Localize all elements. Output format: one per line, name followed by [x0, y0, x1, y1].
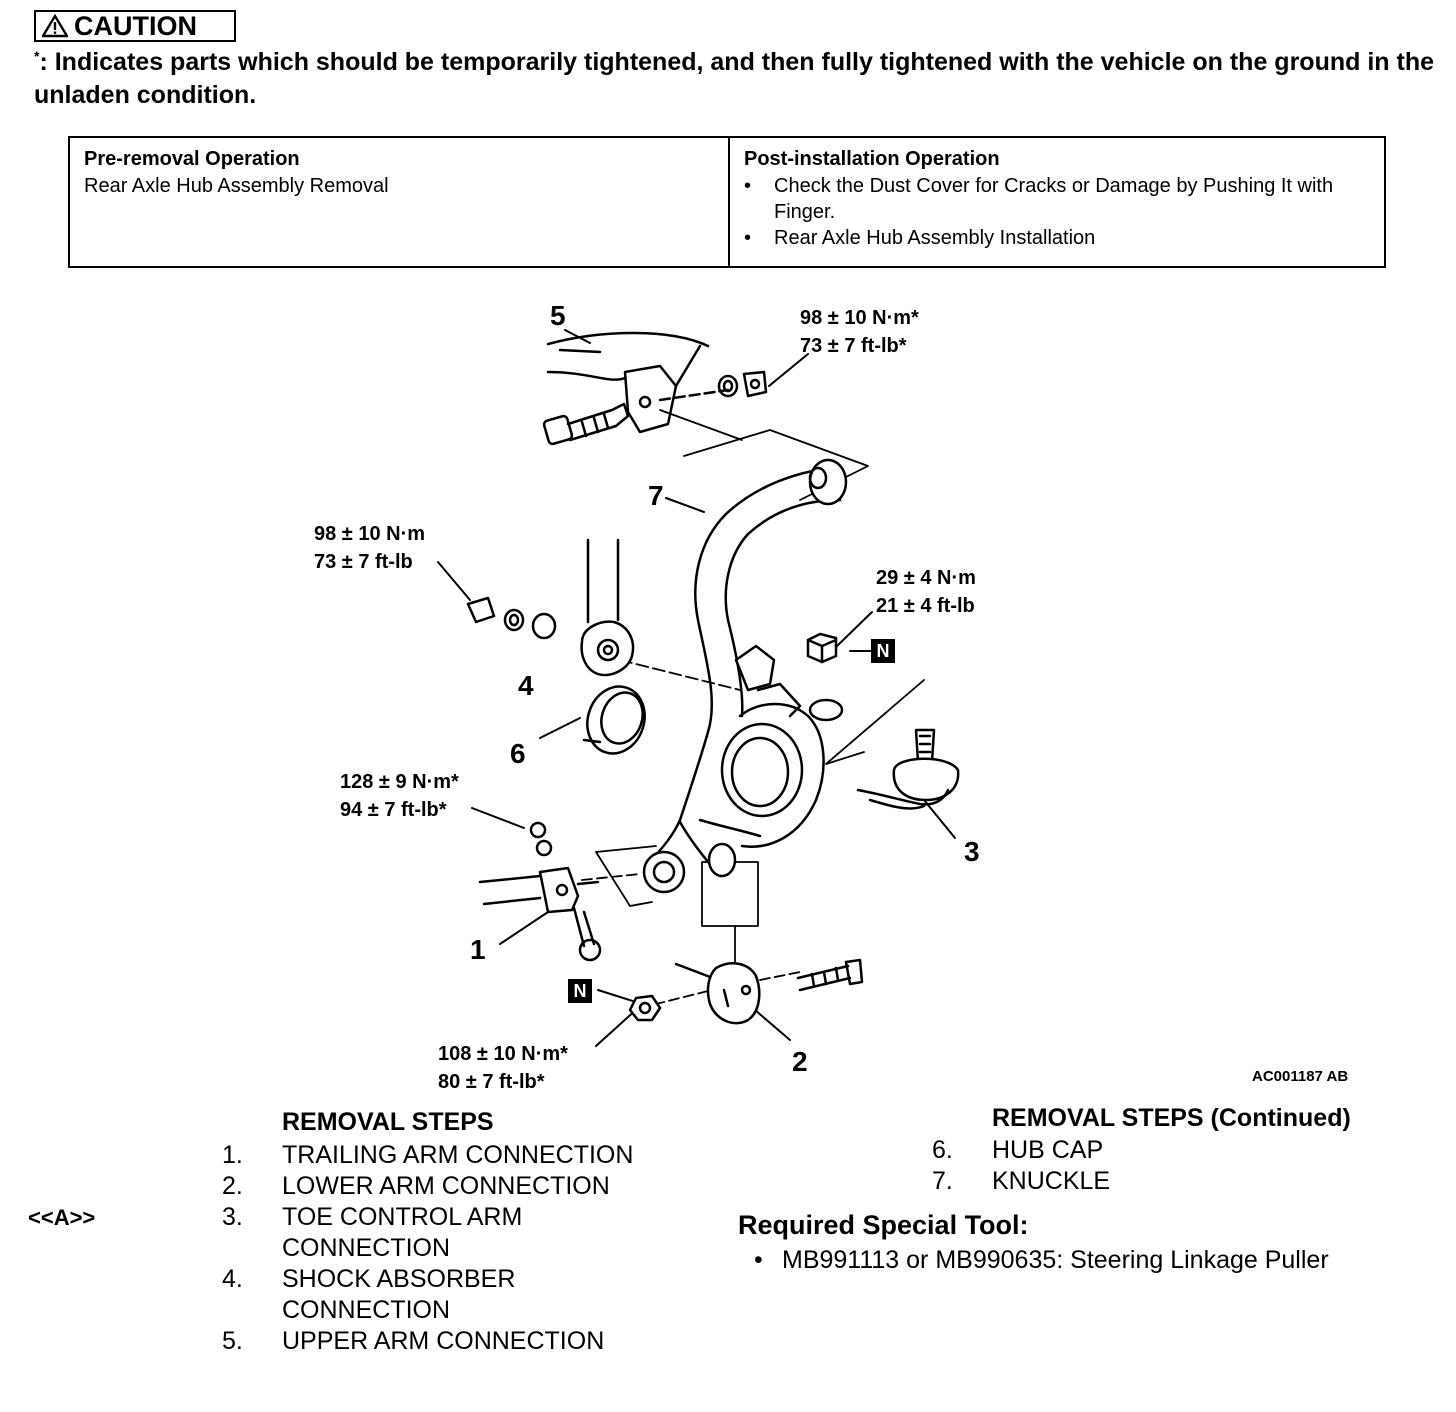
post-installation-list: Check the Dust Cover for Cracks or Damag… — [744, 173, 1370, 251]
step-number: 1. — [222, 1141, 243, 1169]
part-number-2: 2 — [792, 1046, 808, 1077]
torque-label-trailing-arm: 128 ± 9 N·m* 94 ± 7 ft-lb* — [340, 768, 459, 824]
self-locking-nut-illustration — [808, 634, 836, 662]
torque-label-toe-control-arm: 29 ± 4 N·m 21 ± 4 ft-lb — [876, 564, 976, 620]
hub-cap-illustration — [579, 679, 653, 761]
removal-steps-title: REMOVAL STEPS — [282, 1108, 494, 1136]
special-tool-item: MB991113 or MB990635: Steering Linkage P… — [782, 1246, 1329, 1274]
removal-steps-continued-title: REMOVAL STEPS (Continued) — [992, 1104, 1351, 1132]
operations-table: Pre-removal Operation Rear Axle Hub Asse… — [68, 136, 1386, 268]
pre-removal-item: Rear Axle Hub Assembly Removal — [84, 175, 389, 197]
warning-triangle-icon — [42, 14, 68, 38]
step-text-continued: CONNECTION — [282, 1234, 451, 1262]
step-text: UPPER ARM CONNECTION — [282, 1327, 605, 1355]
part-number-6: 6 — [510, 738, 526, 769]
pre-removal-title: Pre-removal Operation — [84, 148, 300, 170]
torque-nm: 98 ± 10 N·m* — [800, 307, 919, 329]
part-number-3: 3 — [964, 836, 980, 867]
figure-code: AC001187 AB — [1252, 1068, 1349, 1085]
step-text: TOE CONTROL ARM — [282, 1203, 523, 1231]
torque-ftlb: 73 ± 7 ft-lb — [314, 551, 413, 573]
step-number: 5. — [222, 1327, 243, 1355]
part-number-4: 4 — [518, 670, 534, 701]
caution-asterisk: * — [34, 48, 40, 64]
part-number-7: 7 — [648, 480, 664, 511]
shock-absorber-illustration — [468, 540, 633, 675]
trailing-arm-illustration — [480, 823, 600, 960]
post-installation-cell: Post-installation Operation Check the Du… — [730, 138, 1384, 266]
caution-label: CAUTION — [74, 10, 197, 41]
torque-ftlb: 21 ± 4 ft-lb — [876, 595, 975, 617]
step-number: 4. — [222, 1265, 243, 1293]
step-text: LOWER ARM CONNECTION — [282, 1172, 610, 1200]
step-number: 2. — [222, 1172, 243, 1200]
step-number: 6. — [932, 1136, 953, 1164]
post-installation-item: Rear Axle Hub Assembly Installation — [744, 225, 1370, 251]
part-number-5: 5 — [550, 300, 566, 331]
torque-nm: 98 ± 10 N·m — [314, 523, 426, 545]
step-number: 7. — [932, 1167, 953, 1195]
leader-lines — [438, 330, 955, 1046]
toe-control-arm-illustration — [858, 730, 958, 808]
step-text: TRAILING ARM CONNECTION — [282, 1141, 634, 1169]
caution-note-text: : Indicates parts which should be tempor… — [34, 48, 1434, 109]
torque-label-shock-absorber: 98 ± 10 N·m 73 ± 7 ft-lb — [314, 520, 425, 576]
n-badge-nut-3: N — [871, 639, 895, 663]
special-tool-title: Required Special Tool: — [738, 1210, 1029, 1240]
caution-box: CAUTION — [34, 10, 236, 42]
torque-ftlb: 94 ± 7 ft-lb* — [340, 799, 447, 821]
lower-arm-illustration — [630, 960, 862, 1023]
knuckle-illustration — [644, 460, 846, 892]
torque-nm: 128 ± 9 N·m* — [340, 771, 459, 793]
step-text: SHOCK ABSORBER — [282, 1265, 516, 1293]
post-installation-title: Post-installation Operation — [744, 148, 1000, 170]
post-installation-item: Check the Dust Cover for Cracks or Damag… — [744, 173, 1370, 225]
n-badge-nut-2: N — [568, 979, 592, 1003]
torque-ftlb: 80 ± 7 ft-lb* — [438, 1071, 545, 1093]
service-point-reference: <<A>> — [28, 1205, 96, 1230]
special-tool-bullet: • — [754, 1246, 763, 1274]
torque-label-lower-arm: 108 ± 10 N·m* 80 ± 7 ft-lb* — [438, 1040, 568, 1096]
step-text-continued: CONNECTION — [282, 1296, 451, 1324]
caution-note: *: Indicates parts which should be tempo… — [34, 46, 1434, 112]
torque-nm: 108 ± 10 N·m* — [438, 1043, 568, 1065]
torque-ftlb: 73 ± 7 ft-lb* — [800, 335, 907, 357]
upper-arm-illustration — [543, 333, 766, 445]
step-text: HUB CAP — [992, 1136, 1104, 1164]
part-number-1: 1 — [470, 934, 486, 965]
step-number: 3. — [222, 1203, 243, 1231]
step-text: KNUCKLE — [992, 1167, 1111, 1195]
pre-removal-cell: Pre-removal Operation Rear Axle Hub Asse… — [70, 138, 730, 266]
torque-nm: 29 ± 4 N·m — [876, 567, 976, 589]
torque-label-upper-arm: 98 ± 10 N·m* 73 ± 7 ft-lb* — [800, 304, 919, 360]
